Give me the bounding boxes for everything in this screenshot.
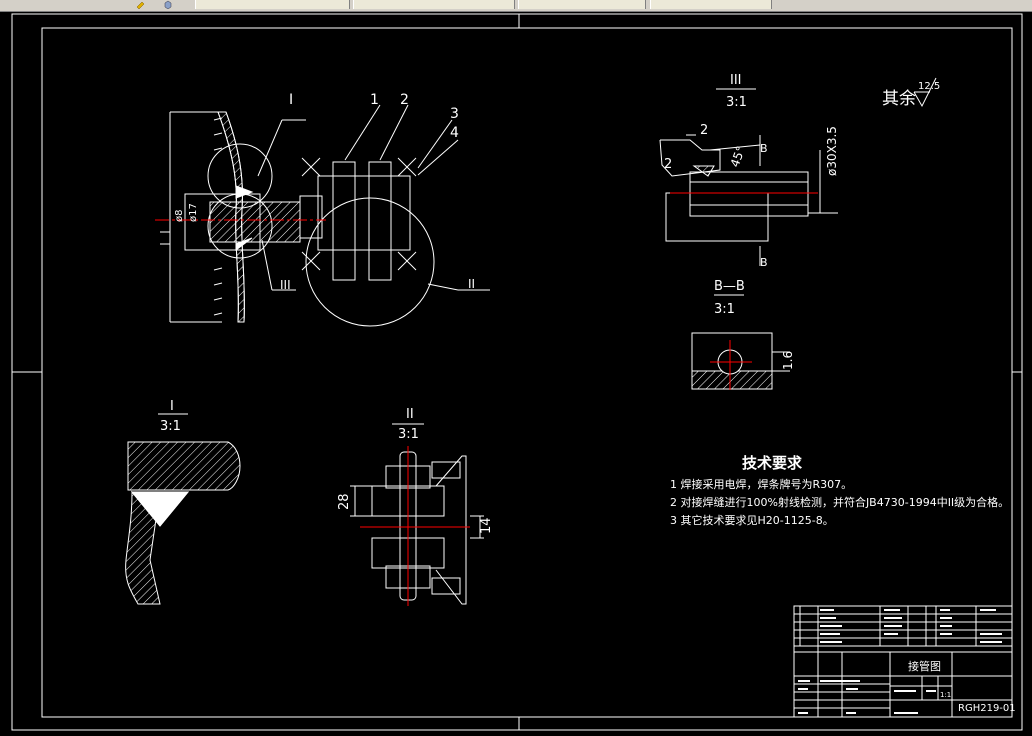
dim-14: 14	[479, 517, 494, 534]
title-block	[793, 605, 1013, 718]
roughness-note: 其余 12.5	[882, 77, 940, 109]
dim-pipe: ø30X3.5	[825, 126, 839, 176]
detail-ii-labels: II 3:1 28 14	[337, 407, 494, 534]
detail-ii-title: II	[406, 407, 414, 422]
cube-icon[interactable]	[163, 0, 173, 9]
tab-3[interactable]	[518, 0, 646, 9]
dim-2-left: 2	[664, 157, 672, 172]
toolbar	[0, 0, 1032, 12]
main-view	[160, 104, 490, 327]
cad-drawing-canvas[interactable]: 1 2 3 4 I III II ø8 ø17 III 3:1 2 2 45° …	[0, 12, 1032, 732]
detail-i-title: I	[170, 399, 174, 414]
detail-iii-title: III	[730, 73, 742, 88]
callout-roman-3: III	[280, 278, 291, 292]
dim-28: 28	[337, 493, 352, 510]
section-bb-title: B—B	[714, 279, 745, 294]
section-bb	[691, 294, 790, 390]
detail-i-labels: I 3:1	[160, 399, 181, 434]
technical-requirements: 技术要求 1 焊接采用电焊，焊条牌号为R307。 2 对接焊缝进行100%射线检…	[670, 454, 1009, 527]
callout-2: 2	[400, 92, 409, 108]
tech-req-heading: 技术要求	[742, 454, 803, 472]
callout-roman-1: I	[289, 92, 293, 108]
callout-1: 1	[370, 92, 379, 108]
title-block-code: RGH219-01	[958, 703, 1016, 714]
section-marker-b-bottom: B	[760, 256, 768, 269]
dim-angle-45: 45°	[728, 144, 748, 169]
detail-i-scale: 3:1	[160, 419, 181, 434]
dim-1-6: 1.6	[781, 351, 795, 370]
main-callouts: 1 2 3 4 I III II ø8 ø17	[174, 92, 475, 292]
dim-d17: ø17	[188, 203, 199, 222]
detail-ii-centerlines	[360, 446, 470, 606]
tech-req-item-3: 3 其它技术要求见H20-1125-8。	[670, 513, 834, 527]
title-block-text: 接管图 1:1 RGH219-01	[908, 659, 1016, 714]
section-bb-labels: B—B 3:1 1.6	[714, 279, 795, 370]
title-block-name: 接管图	[908, 659, 941, 673]
detail-ii-scale: 3:1	[398, 427, 419, 442]
tech-req-item-1: 1 焊接采用电焊，焊条牌号为R307。	[670, 477, 852, 491]
detail-i	[125, 413, 241, 605]
sheet-frame	[11, 13, 1023, 731]
roughness-value: 12.5	[918, 81, 940, 92]
dim-d8: ø8	[174, 210, 185, 222]
callout-roman-2: II	[468, 277, 475, 291]
section-bb-centerlines	[710, 340, 752, 390]
tool-icon[interactable]	[136, 0, 146, 9]
tab-2[interactable]	[353, 0, 515, 9]
tab-1[interactable]	[195, 0, 350, 9]
callout-3: 3	[450, 106, 459, 122]
callout-4: 4	[450, 125, 459, 141]
section-marker-b-top: B	[760, 142, 768, 155]
detail-iii	[659, 88, 838, 266]
title-block-scale: 1:1	[940, 691, 951, 699]
tech-req-item-2: 2 对接焊缝进行100%射线检测，并符合JB4730-1994中II级为合格。	[670, 495, 1009, 509]
detail-iii-scale: 3:1	[726, 95, 747, 110]
tab-4[interactable]	[650, 0, 772, 9]
roughness-symbol	[913, 77, 937, 108]
section-bb-scale: 3:1	[714, 302, 735, 317]
roughness-label: 其余	[882, 89, 916, 109]
title-block-fills	[798, 609, 1002, 714]
detail-iii-labels: III 3:1 2 2 45° B B ø30X3.5	[664, 73, 839, 269]
dim-2-top: 2	[700, 123, 708, 138]
detail-ii	[350, 423, 484, 605]
